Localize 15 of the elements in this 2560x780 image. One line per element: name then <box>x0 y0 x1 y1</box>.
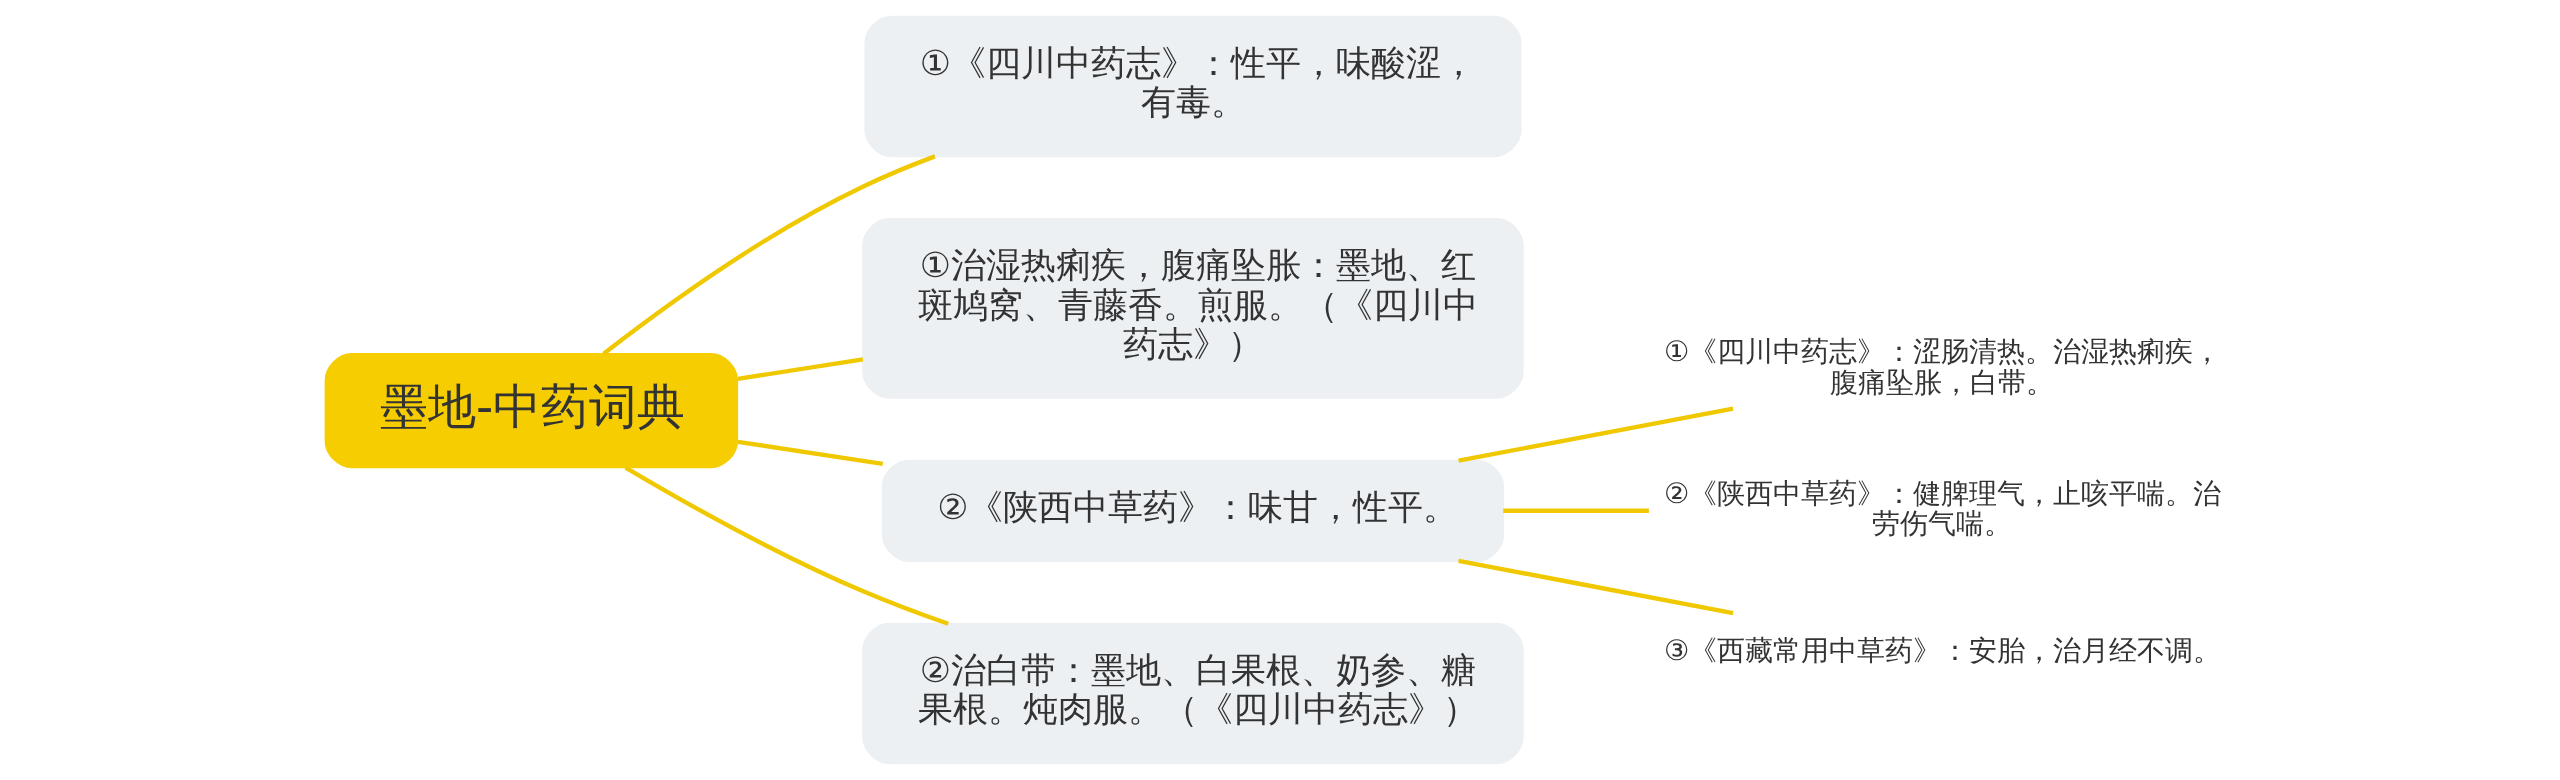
connector <box>624 465 949 626</box>
connector <box>1458 406 1734 463</box>
connector <box>737 357 864 382</box>
node-text: ③《西藏常用中草药》：安胎，治月经不调。 <box>1664 633 2222 667</box>
node-text: ②《陕西中草药》：健脾理气，止咳平喘。治劳伤气喘。 <box>1664 476 2222 541</box>
node-box: 墨地-中药词典 <box>324 353 739 469</box>
connector <box>1503 508 1649 513</box>
node-box: ①《四川中药志》：性平，味酸涩，有毒。 <box>864 15 1522 158</box>
connector <box>602 154 936 356</box>
node-box: ②《陕西中草药》：味甘，性平。 <box>881 459 1505 562</box>
node-box: ①治湿热痢疾，腹痛坠胀：墨地、红斑鸠窝、青藤香。煎服。（《四川中药志》） <box>862 218 1524 399</box>
node-text: ①《四川中药志》：涩肠清热。治湿热痢疾，腹痛坠胀，白带。 <box>1664 335 2222 399</box>
connector <box>1458 558 1734 616</box>
connector <box>737 439 884 466</box>
node-box: ②治白带：墨地、白果根、奶参、糖果根。炖肉服。（《四川中药志》） <box>862 622 1524 765</box>
